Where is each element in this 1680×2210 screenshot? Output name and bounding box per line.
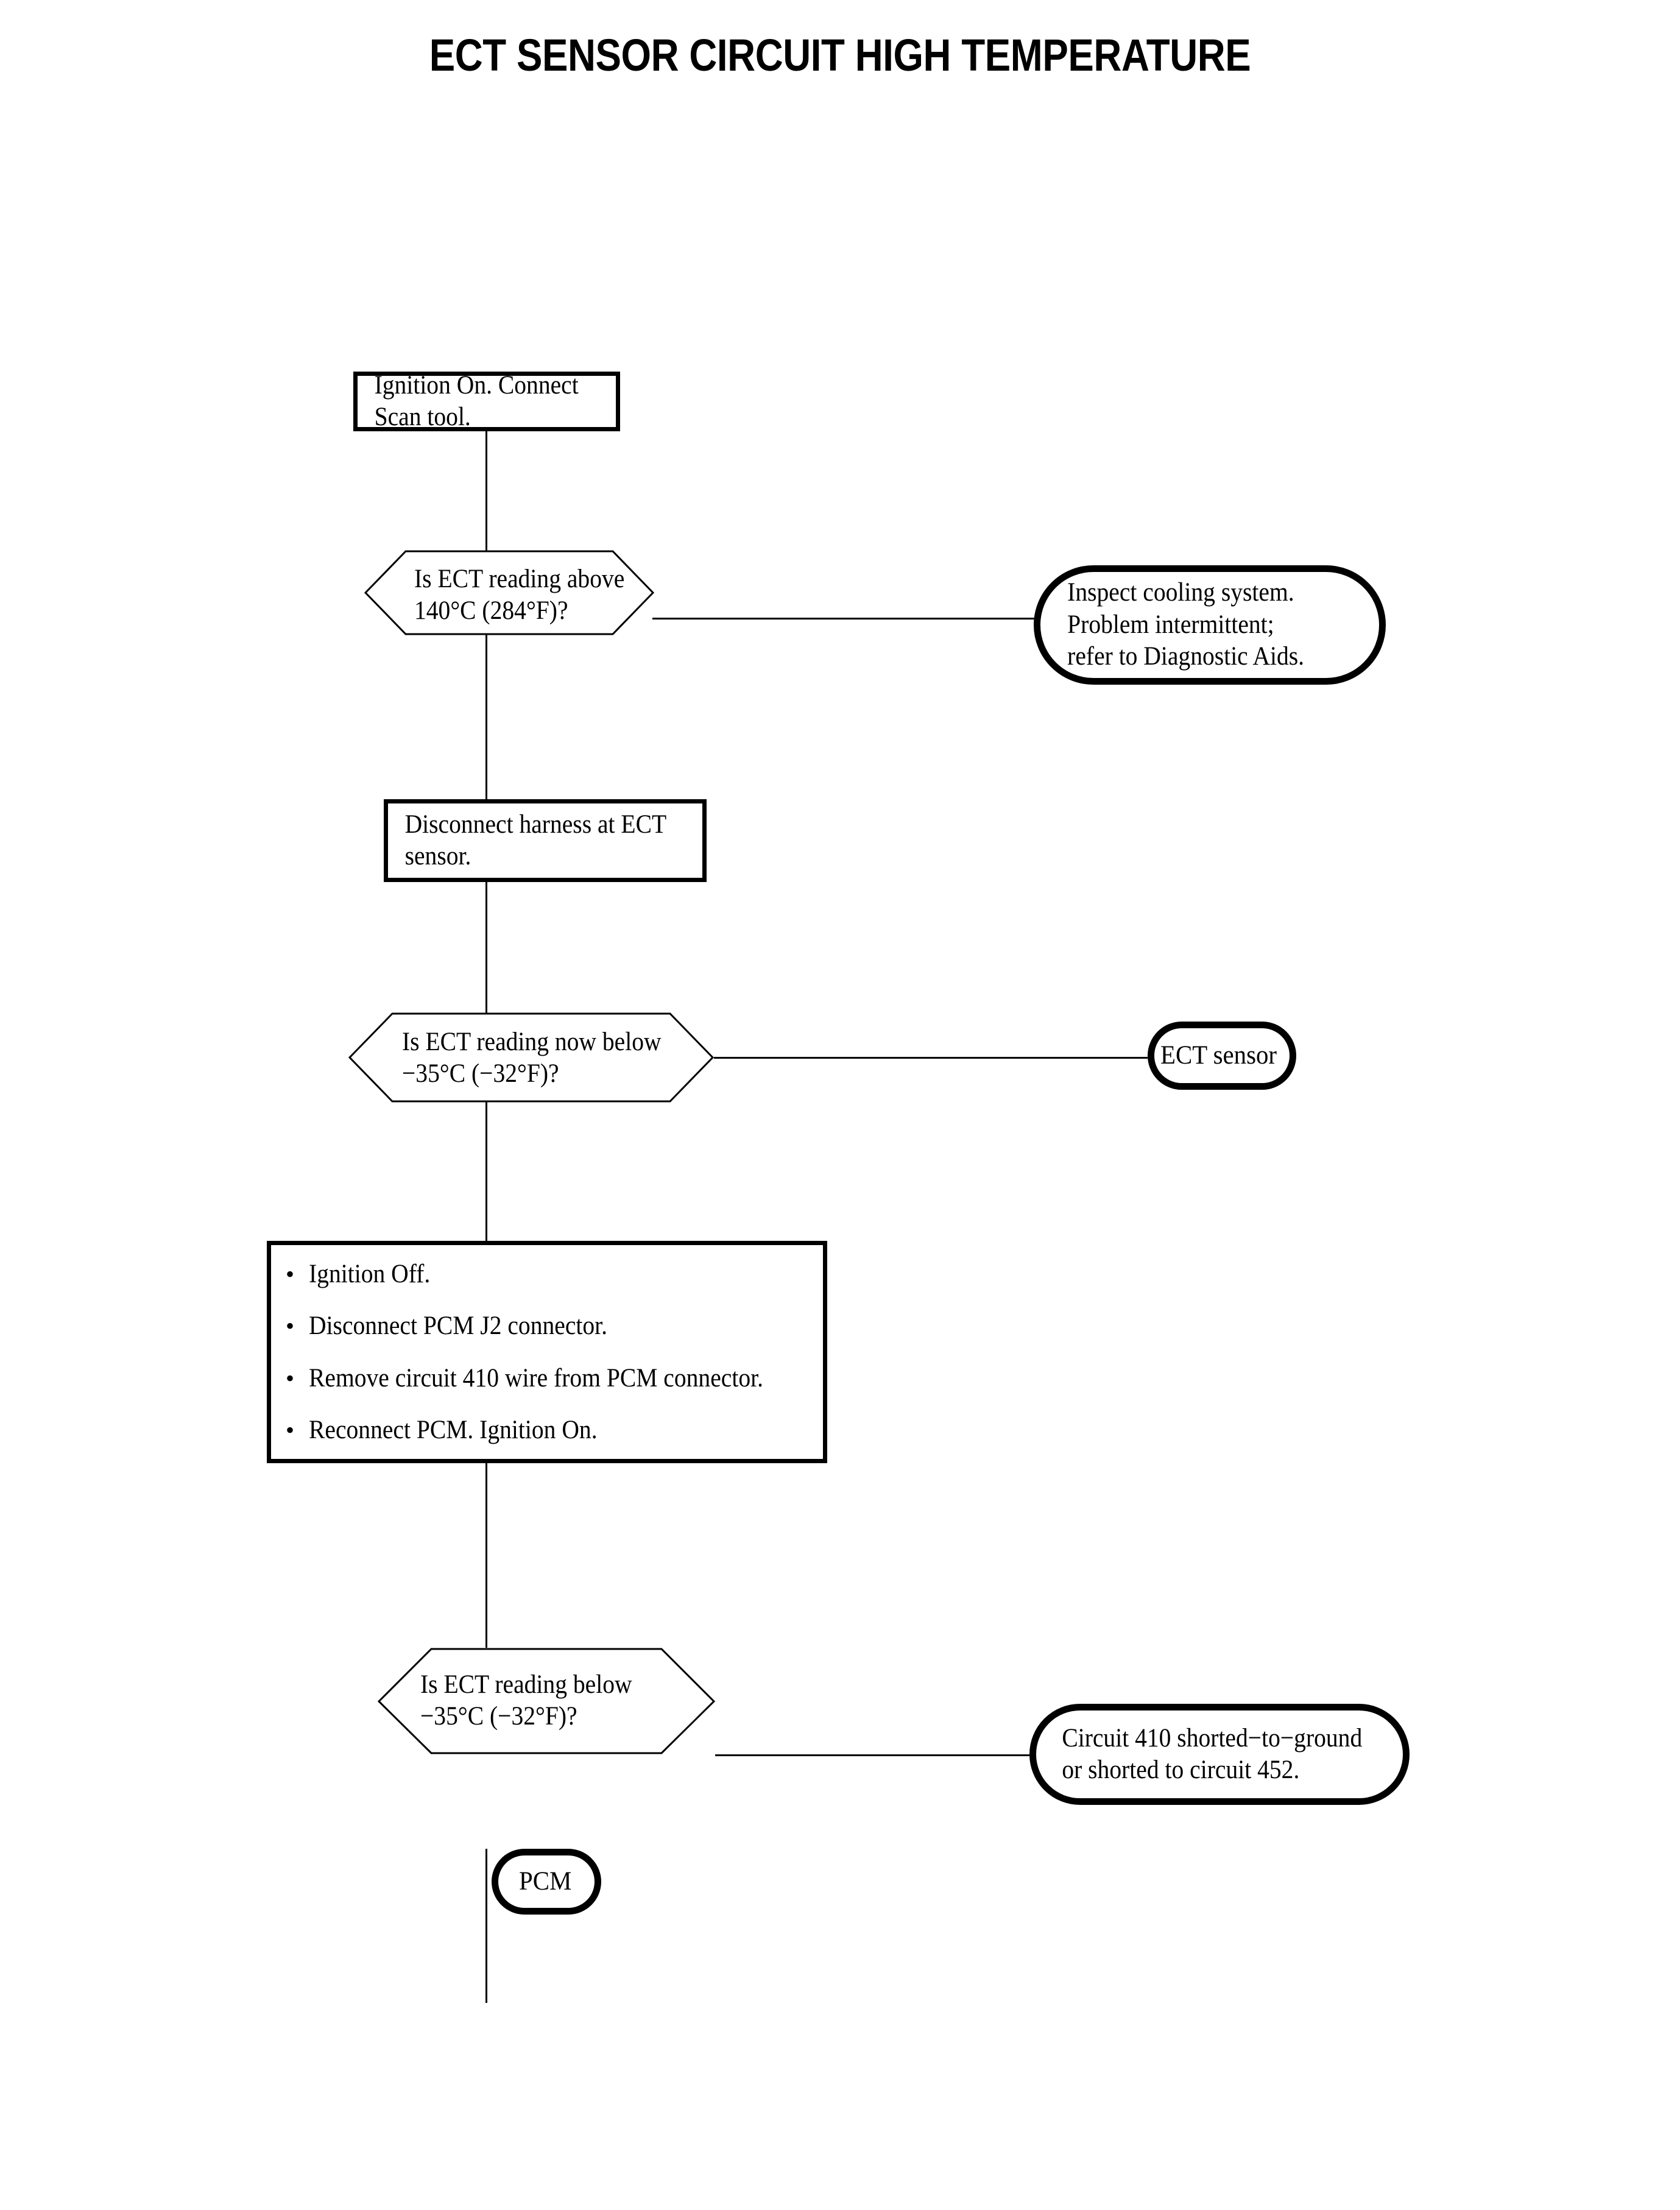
node-label: Is ECT reading below −35°C (−32°F)? [420,1670,632,1731]
list-item: • Reconnect PCM. Ignition On. [271,1404,823,1456]
connector-decision1-to-result1 [652,618,1035,620]
node-ignition-on-connect-scan-tool[interactable]: Ignition On. Connect Scan tool. [353,370,620,431]
node-label: ECT sensor [1160,1040,1277,1070]
hexagon-outline [348,1012,715,1103]
node-decision-ect-now-below-minus35c[interactable]: Is ECT reading now below −35°C (−32°F)? [348,1012,715,1103]
list-item: • Disconnect PCM J2 connector. [271,1300,823,1352]
node-result-inspect-cooling-system[interactable]: Inspect cooling system. Problem intermit… [1034,565,1386,685]
list-item-label: Disconnect PCM J2 connector. [309,1312,608,1341]
bullet-icon: • [285,1416,294,1444]
list-item: • Remove circuit 410 wire from PCM conne… [271,1352,823,1404]
hexagon-outline [377,1648,716,1754]
list-item: • Ignition Off. [271,1248,823,1300]
connector-decision2-to-step3 [485,1083,487,1243]
node-result-pcm[interactable]: PCM [492,1849,601,1915]
node-disconnect-harness-at-ect-sensor[interactable]: Disconnect harness at ECT sensor. [384,799,707,882]
list-item-label: Ignition Off. [309,1259,431,1288]
node-result-ect-sensor[interactable]: ECT sensor [1148,1022,1296,1090]
node-decision-ect-below-minus35c[interactable]: Is ECT reading below −35°C (−32°F)? [377,1648,716,1754]
page-title: ECT SENSOR CIRCUIT HIGH TEMPERATURE [429,30,1251,80]
node-label: Inspect cooling system. Problem intermit… [1067,578,1305,671]
connector-decision3-to-pcm [485,1849,487,2003]
node-label: Is ECT reading above 140°C (284°F)? [414,565,625,626]
node-label: Is ECT reading now below −35°C (−32°F)? [402,1028,662,1089]
connector-decision1-to-step2 [485,634,487,828]
connector-decision2-to-result2 [714,1057,1148,1059]
connector-start-to-decision1 [485,429,487,551]
hexagon-outline [364,550,655,635]
node-label: Circuit 410 shorted−to−ground or shorted… [1062,1723,1363,1784]
node-label: Disconnect harness at ECT sensor. [404,810,667,870]
list-item-label: Reconnect PCM. Ignition On. [309,1415,598,1444]
bullet-icon: • [285,1312,294,1340]
bullet-icon: • [285,1364,294,1392]
node-decision-ect-above-140c[interactable]: Is ECT reading above 140°C (284°F)? [364,550,655,635]
list-item-label: Remove circuit 410 wire from PCM connect… [309,1363,763,1393]
bullet-icon: • [285,1260,294,1288]
node-result-circuit-410-shorted[interactable]: Circuit 410 shorted−to−ground or shorted… [1029,1704,1410,1805]
connector-step3-to-decision3 [485,1463,487,1648]
node-label: Ignition On. Connect Scan tool. [374,370,579,431]
node-pcm-connector-steps[interactable]: • Ignition Off. • Disconnect PCM J2 conn… [267,1241,827,1463]
connector-step2-to-decision2 [485,882,487,1031]
node-label: PCM [518,1866,571,1896]
connector-decision3-to-result3 [715,1754,1029,1756]
